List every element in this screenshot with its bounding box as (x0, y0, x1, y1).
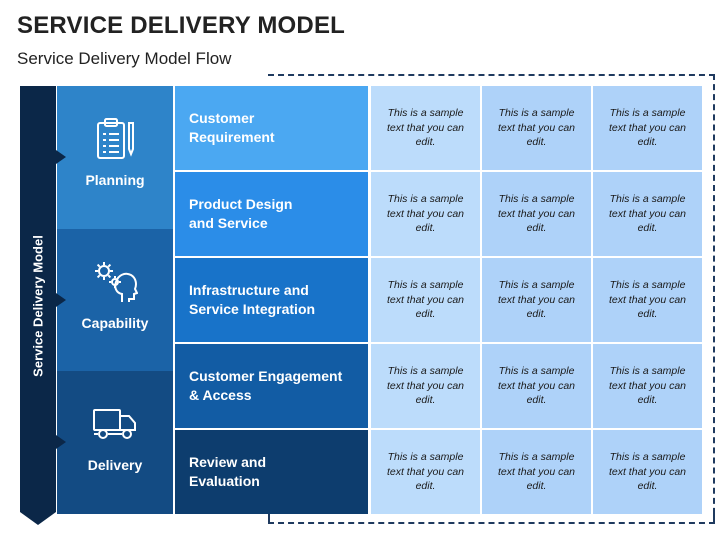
flow-arrow-head (20, 512, 56, 525)
truck-icon (92, 401, 138, 447)
text-cell-r3-c3[interactable]: This is a sample text that you can edit. (593, 258, 702, 342)
text-cell-r2-c2[interactable]: This is a sample text that you can edit. (482, 172, 591, 256)
phase-label: Planning (85, 172, 145, 188)
text-cell-r1-c1[interactable]: This is a sample text that you can edit. (371, 86, 480, 170)
text-cell-r5-c3[interactable]: This is a sample text that you can edit. (593, 430, 702, 514)
arrow-notch (56, 150, 66, 164)
text-cell-r4-c2[interactable]: This is a sample text that you can edit. (482, 344, 591, 428)
side-label: Service Delivery Model (30, 235, 46, 377)
text-cell-r5-c2[interactable]: This is a sample text that you can edit. (482, 430, 591, 514)
step-label: Customer Engagement& Access (189, 368, 343, 403)
phase-planning: Planning (57, 86, 173, 229)
flow-arrow-bar (20, 86, 56, 512)
phase-capability: Capability (57, 229, 173, 371)
phase-label: Delivery (87, 457, 143, 473)
clipboard-icon (95, 116, 135, 162)
text-cell-r4-c3[interactable]: This is a sample text that you can edit. (593, 344, 702, 428)
text-cell-r3-c1[interactable]: This is a sample text that you can edit. (371, 258, 480, 342)
head-gears-icon (92, 259, 138, 305)
text-cell-r5-c1[interactable]: This is a sample text that you can edit. (371, 430, 480, 514)
text-cell-r1-c3[interactable]: This is a sample text that you can edit. (593, 86, 702, 170)
dashed-frame-top-right (268, 74, 715, 524)
page-subtitle: Service Delivery Model Flow (17, 49, 232, 68)
arrow-notch (56, 293, 66, 307)
step-4: Customer Engagement& Access (175, 344, 368, 428)
page-title: SERVICE DELIVERY MODEL (17, 12, 346, 39)
text-cell-r4-c1[interactable]: This is a sample text that you can edit. (371, 344, 480, 428)
text-cell-r2-c1[interactable]: This is a sample text that you can edit. (371, 172, 480, 256)
text-cell-r2-c3[interactable]: This is a sample text that you can edit. (593, 172, 702, 256)
phase-delivery: Delivery (57, 371, 173, 514)
dashed-frame-bottom (268, 512, 715, 524)
text-cell-r1-c2[interactable]: This is a sample text that you can edit. (482, 86, 591, 170)
arrow-notch (56, 435, 66, 449)
phase-label: Capability (81, 315, 149, 331)
text-cell-r3-c2[interactable]: This is a sample text that you can edit. (482, 258, 591, 342)
